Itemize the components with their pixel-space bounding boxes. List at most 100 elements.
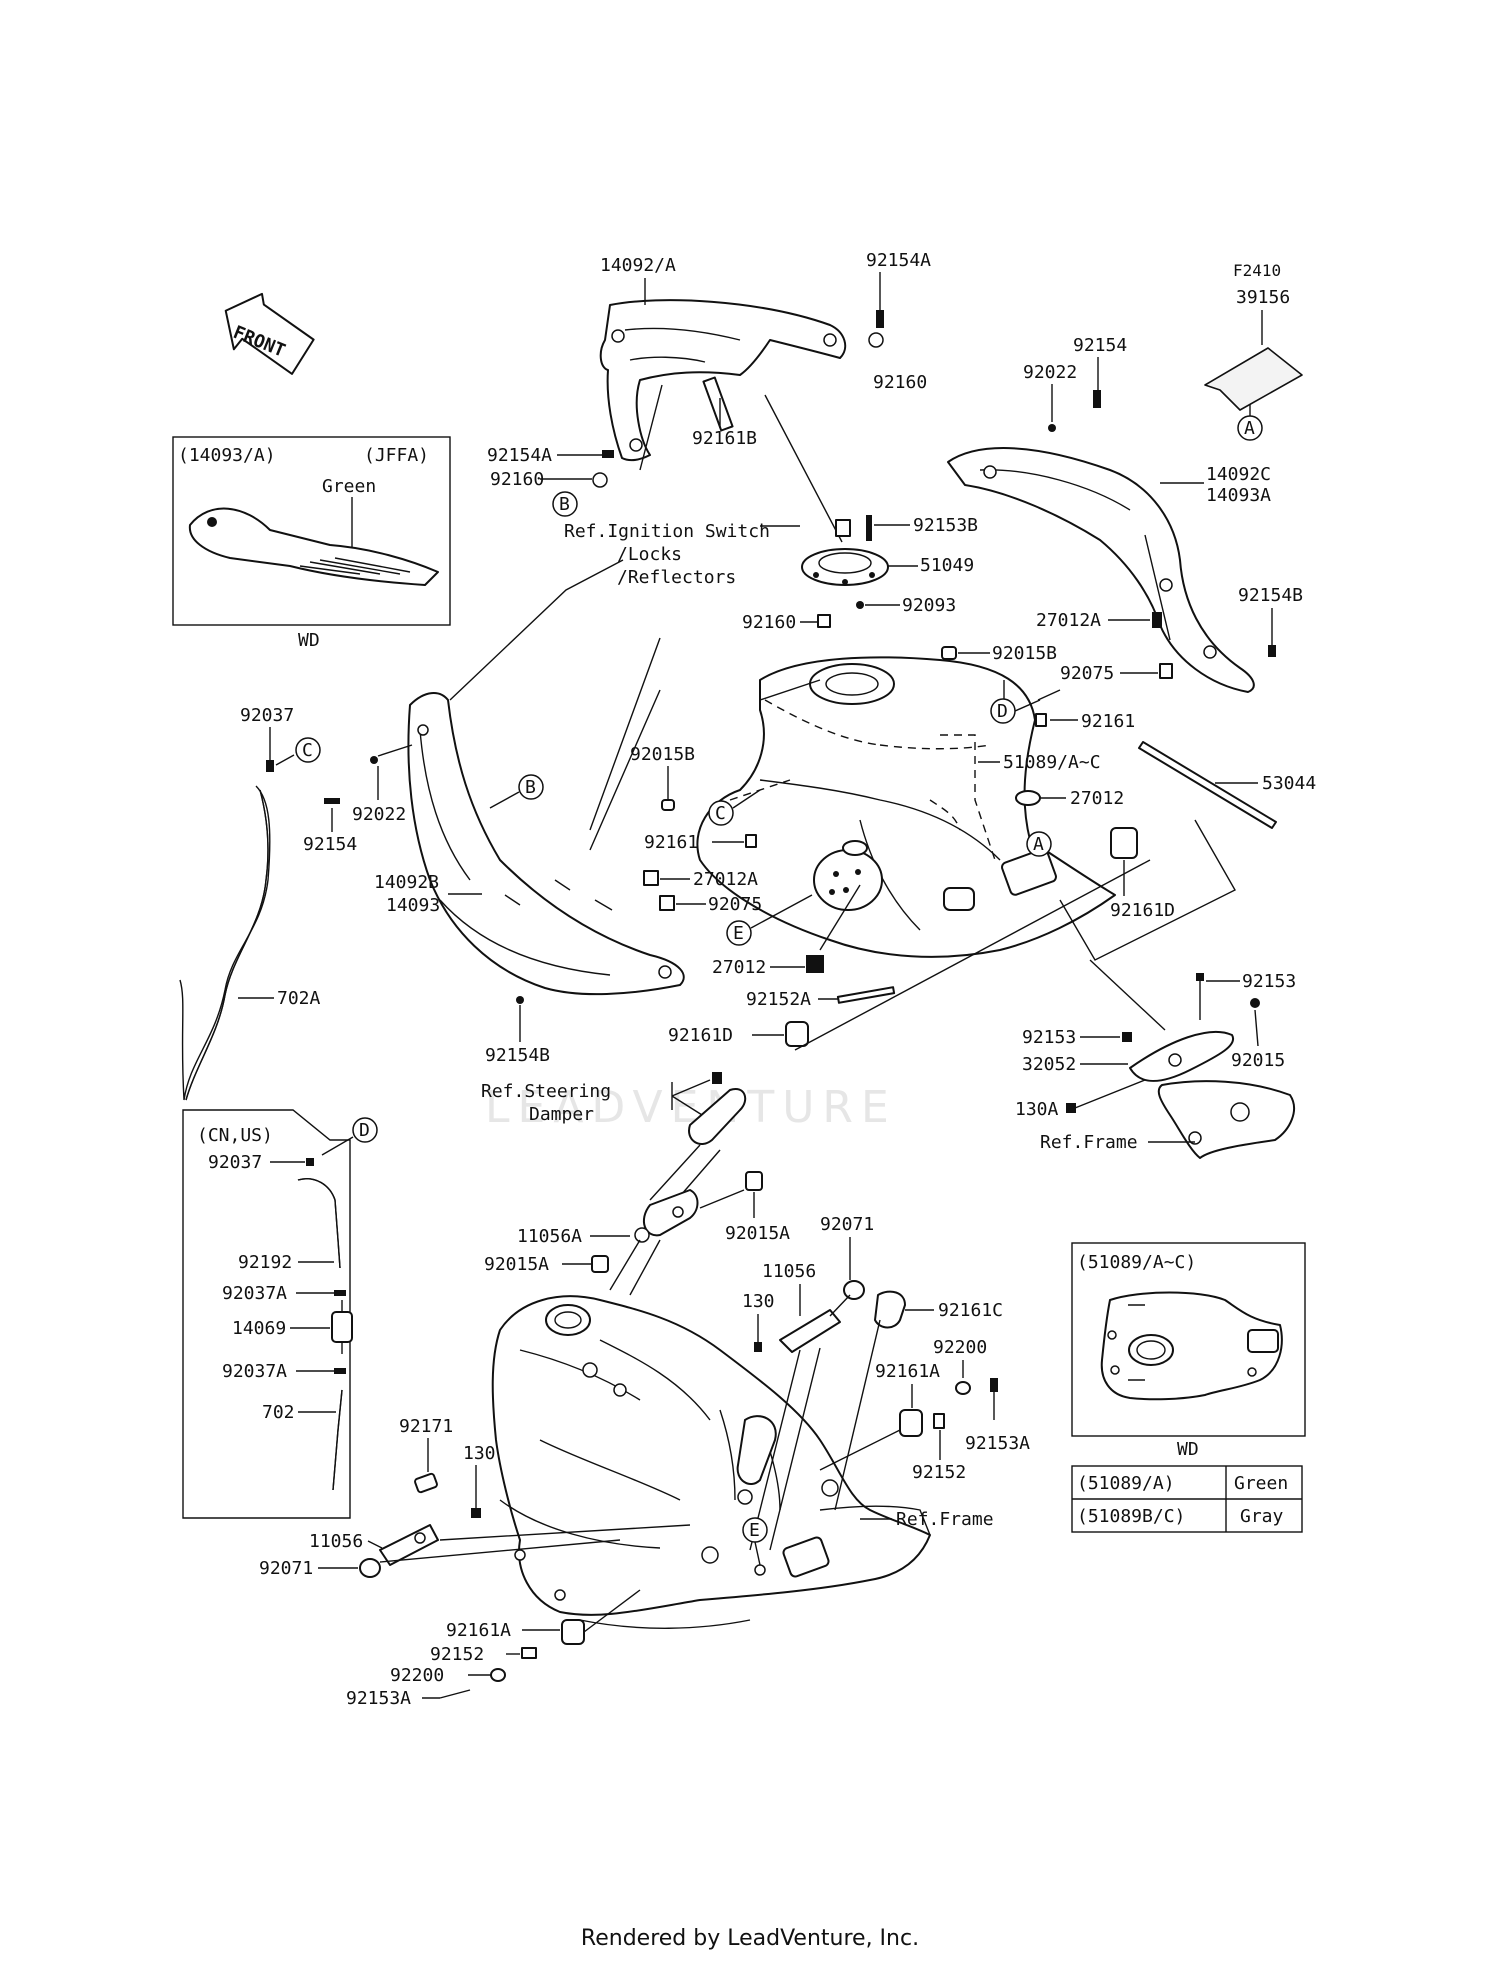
callout-C-tank: C bbox=[715, 803, 726, 824]
label-92022-left: 92022 bbox=[352, 804, 406, 825]
label-32052: 32052 bbox=[1022, 1054, 1076, 1075]
inset-jffa-region: (JFFA) bbox=[364, 445, 429, 466]
label-92153-b: 92153 bbox=[1022, 1027, 1076, 1048]
label-11056-left: 11056 bbox=[309, 1531, 363, 1552]
label-92037A-2: 92037A bbox=[222, 1361, 287, 1382]
watermark: LEADVENTURE bbox=[485, 1082, 897, 1133]
label-92200-left: 92200 bbox=[390, 1665, 444, 1686]
label-92161C: 92161C bbox=[938, 1300, 1003, 1321]
ref-ignition-switch: Ref.Ignition Switch bbox=[564, 521, 770, 542]
ref-frame-upper: Ref.Frame bbox=[1040, 1132, 1138, 1153]
footer-credit: Rendered by LeadVenture, Inc. bbox=[580, 1926, 920, 1951]
label-92154A-left: 92154A bbox=[487, 445, 552, 466]
label-92037-top: 92037 bbox=[240, 705, 294, 726]
label-92075-right: 92075 bbox=[1060, 663, 1114, 684]
frame-bracket bbox=[1157, 1080, 1295, 1159]
label-92037A-1: 92037A bbox=[222, 1283, 287, 1304]
front-arrow-icon: FRONT bbox=[224, 292, 315, 375]
label-92071-right: 92071 bbox=[820, 1214, 874, 1235]
label-27012-right: 27012 bbox=[1070, 788, 1124, 809]
color-table-color-1: Green bbox=[1234, 1473, 1288, 1494]
valve-14069 bbox=[331, 1311, 353, 1343]
label-92154-left: 92154 bbox=[303, 834, 357, 855]
label-130A: 130A bbox=[1015, 1099, 1059, 1120]
label-130-right: 130 bbox=[742, 1291, 775, 1312]
inset-jffa-part: (14093/A) bbox=[178, 445, 276, 466]
label-92022-right: 92022 bbox=[1023, 362, 1077, 383]
label-92161-left: 92161 bbox=[644, 832, 698, 853]
inset-jffa: (14093/A) (JFFA) Green WD bbox=[172, 436, 451, 651]
label-92161-right: 92161 bbox=[1081, 711, 1135, 732]
label-92154B-right: 92154B bbox=[1238, 585, 1303, 606]
label-92153A-left: 92153A bbox=[346, 1688, 411, 1709]
strip-53044 bbox=[1138, 741, 1277, 829]
right-side-cover-14092C bbox=[947, 447, 1255, 693]
label-53044: 53044 bbox=[1262, 773, 1316, 794]
label-702: 702 bbox=[262, 1402, 295, 1423]
label-92153A-right: 92153A bbox=[965, 1433, 1030, 1454]
callout-E-frame: E bbox=[749, 1520, 760, 1541]
side-cover-green bbox=[188, 507, 439, 586]
label-92154B-left: 92154B bbox=[485, 1045, 550, 1066]
label-92160-left: 92160 bbox=[490, 469, 544, 490]
label-14092A: 14092/A bbox=[600, 255, 676, 276]
label-51089: 51089/A~C bbox=[1003, 752, 1101, 773]
label-27012A-right: 27012A bbox=[1036, 610, 1101, 631]
inset-cnus-region: (CN,US) bbox=[197, 1125, 273, 1146]
label-14092B: 14092B bbox=[374, 872, 439, 893]
label-92093: 92093 bbox=[902, 595, 956, 616]
label-92071-left: 92071 bbox=[259, 1558, 313, 1579]
callout-C-hose: C bbox=[302, 740, 313, 761]
label-92037-inset: 92037 bbox=[208, 1152, 262, 1173]
label-92154-right: 92154 bbox=[1073, 335, 1127, 356]
label-702A: 702A bbox=[277, 988, 321, 1009]
label-14092C: 14092C bbox=[1206, 464, 1271, 485]
label-11056A: 11056A bbox=[517, 1226, 582, 1247]
ref-frame-lower: Ref.Frame bbox=[896, 1509, 994, 1530]
label-92171: 92171 bbox=[399, 1416, 453, 1437]
callout-D-tank: D bbox=[997, 701, 1008, 722]
label-92160-top: 92160 bbox=[873, 372, 927, 393]
callout-E-tank: E bbox=[733, 923, 744, 944]
hose-702A bbox=[179, 785, 271, 1101]
ref-reflectors: /Reflectors bbox=[617, 567, 736, 588]
decal-39156 bbox=[1204, 347, 1303, 411]
label-27012A-left: 27012A bbox=[693, 869, 758, 890]
label-92153-a: 92153 bbox=[1242, 971, 1296, 992]
upper-cover-14092 bbox=[599, 299, 847, 462]
callout-A-decal: A bbox=[1244, 418, 1255, 439]
inset-cnus: (CN,US) D 92037 92192 92037A 14069 92037… bbox=[182, 1109, 378, 1519]
bracket-32052 bbox=[1129, 1030, 1235, 1082]
label-92152A: 92152A bbox=[746, 989, 811, 1010]
label-92161D-right: 92161D bbox=[1110, 900, 1175, 921]
inset-tank-title: (51089/A~C) bbox=[1077, 1252, 1196, 1273]
label-92015B-left: 92015B bbox=[630, 744, 695, 765]
callout-B-cover: B bbox=[525, 777, 536, 798]
label-92161A-right: 92161A bbox=[875, 1361, 940, 1382]
inset-jffa-note: WD bbox=[298, 630, 320, 651]
label-14093A: 14093A bbox=[1206, 485, 1271, 506]
label-92015A-right: 92015A bbox=[725, 1223, 790, 1244]
label-14069: 14069 bbox=[232, 1318, 286, 1339]
label-130-left: 130 bbox=[463, 1443, 496, 1464]
label-92153B: 92153B bbox=[913, 515, 978, 536]
ref-damper: Damper bbox=[529, 1104, 594, 1125]
label-F2410: F2410 bbox=[1233, 261, 1281, 280]
inset-tank: (51089/A~C) WD bbox=[1071, 1242, 1306, 1460]
label-27012-left: 27012 bbox=[712, 957, 766, 978]
inset-jffa-color: Green bbox=[322, 476, 376, 497]
label-11056-right: 11056 bbox=[762, 1261, 816, 1282]
ref-steering: Ref.Steering bbox=[481, 1081, 611, 1102]
label-51049: 51049 bbox=[920, 555, 974, 576]
fuel-tank-51089 bbox=[696, 656, 1116, 958]
label-92200-right: 92200 bbox=[933, 1337, 987, 1358]
callout-A-tank: A bbox=[1033, 834, 1044, 855]
callout-B-upper: B bbox=[559, 494, 570, 515]
label-92154A-top: 92154A bbox=[866, 250, 931, 271]
label-92015B-right: 92015B bbox=[992, 643, 1057, 664]
label-92161B: 92161B bbox=[692, 428, 757, 449]
steering-damper-bracket bbox=[688, 1088, 747, 1145]
label-92152-right: 92152 bbox=[912, 1462, 966, 1483]
